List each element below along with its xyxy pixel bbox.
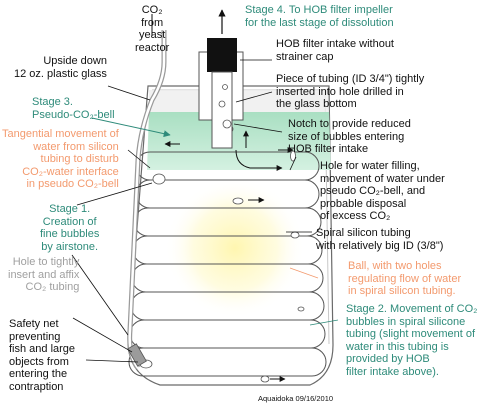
notch-label: Notch to provide reduced size of bubbles… — [288, 118, 411, 155]
water-filling-hole — [290, 150, 296, 162]
co2-input-tubing — [127, 30, 167, 370]
stage1-label: Stage 1. Creation of fine bubbles by air… — [40, 203, 100, 253]
stage2-label: Stage 2. Movement of CO₂ bubbles in spir… — [346, 303, 478, 378]
tubing-insert-label: Piece of tubing (ID 3/4") tightly insert… — [276, 73, 425, 110]
stage2-pointer — [309, 319, 339, 326]
credit-label: Aquaidoka 09/16/2010 — [258, 394, 334, 403]
stage3-pointer — [91, 117, 171, 138]
leader-lines — [71, 59, 312, 363]
flow-arrows — [164, 130, 294, 382]
stage3-label: Stage 3. Pseudo-CO₂-bell — [32, 96, 115, 121]
safety-net-label: Safety net preventing fish and large obj… — [9, 318, 76, 393]
tubing-insert — [211, 71, 233, 149]
hole-filling-label: Hole for water filling, movement of wate… — [320, 160, 445, 222]
ball-pointer — [289, 267, 319, 279]
tangential-label: Tangential movement of water from silico… — [2, 128, 119, 190]
notch-bubble — [222, 119, 232, 129]
co2-source-label: CO₂ from yeast reactor — [135, 4, 170, 54]
stage4-label: Stage 4. To HOB filter impeller for the … — [245, 4, 394, 29]
spiral-label: Spiral silicon tubing with relatively bi… — [316, 227, 444, 252]
hole-affix-label: Hole to tightly insert and affix CO₂ tub… — [8, 256, 80, 293]
hob-intake-black — [207, 38, 237, 72]
ball-label: Ball, with two holes regulating flow of … — [348, 260, 462, 297]
ball-glow — [165, 178, 305, 318]
glass-label: Upside down 12 oz. plastic glass — [14, 55, 107, 80]
pseudo-co2-bell-water — [147, 112, 331, 170]
airstone-safety-net — [127, 343, 147, 367]
hob-intake-label: HOB filter intake without strainer cap — [276, 38, 394, 63]
